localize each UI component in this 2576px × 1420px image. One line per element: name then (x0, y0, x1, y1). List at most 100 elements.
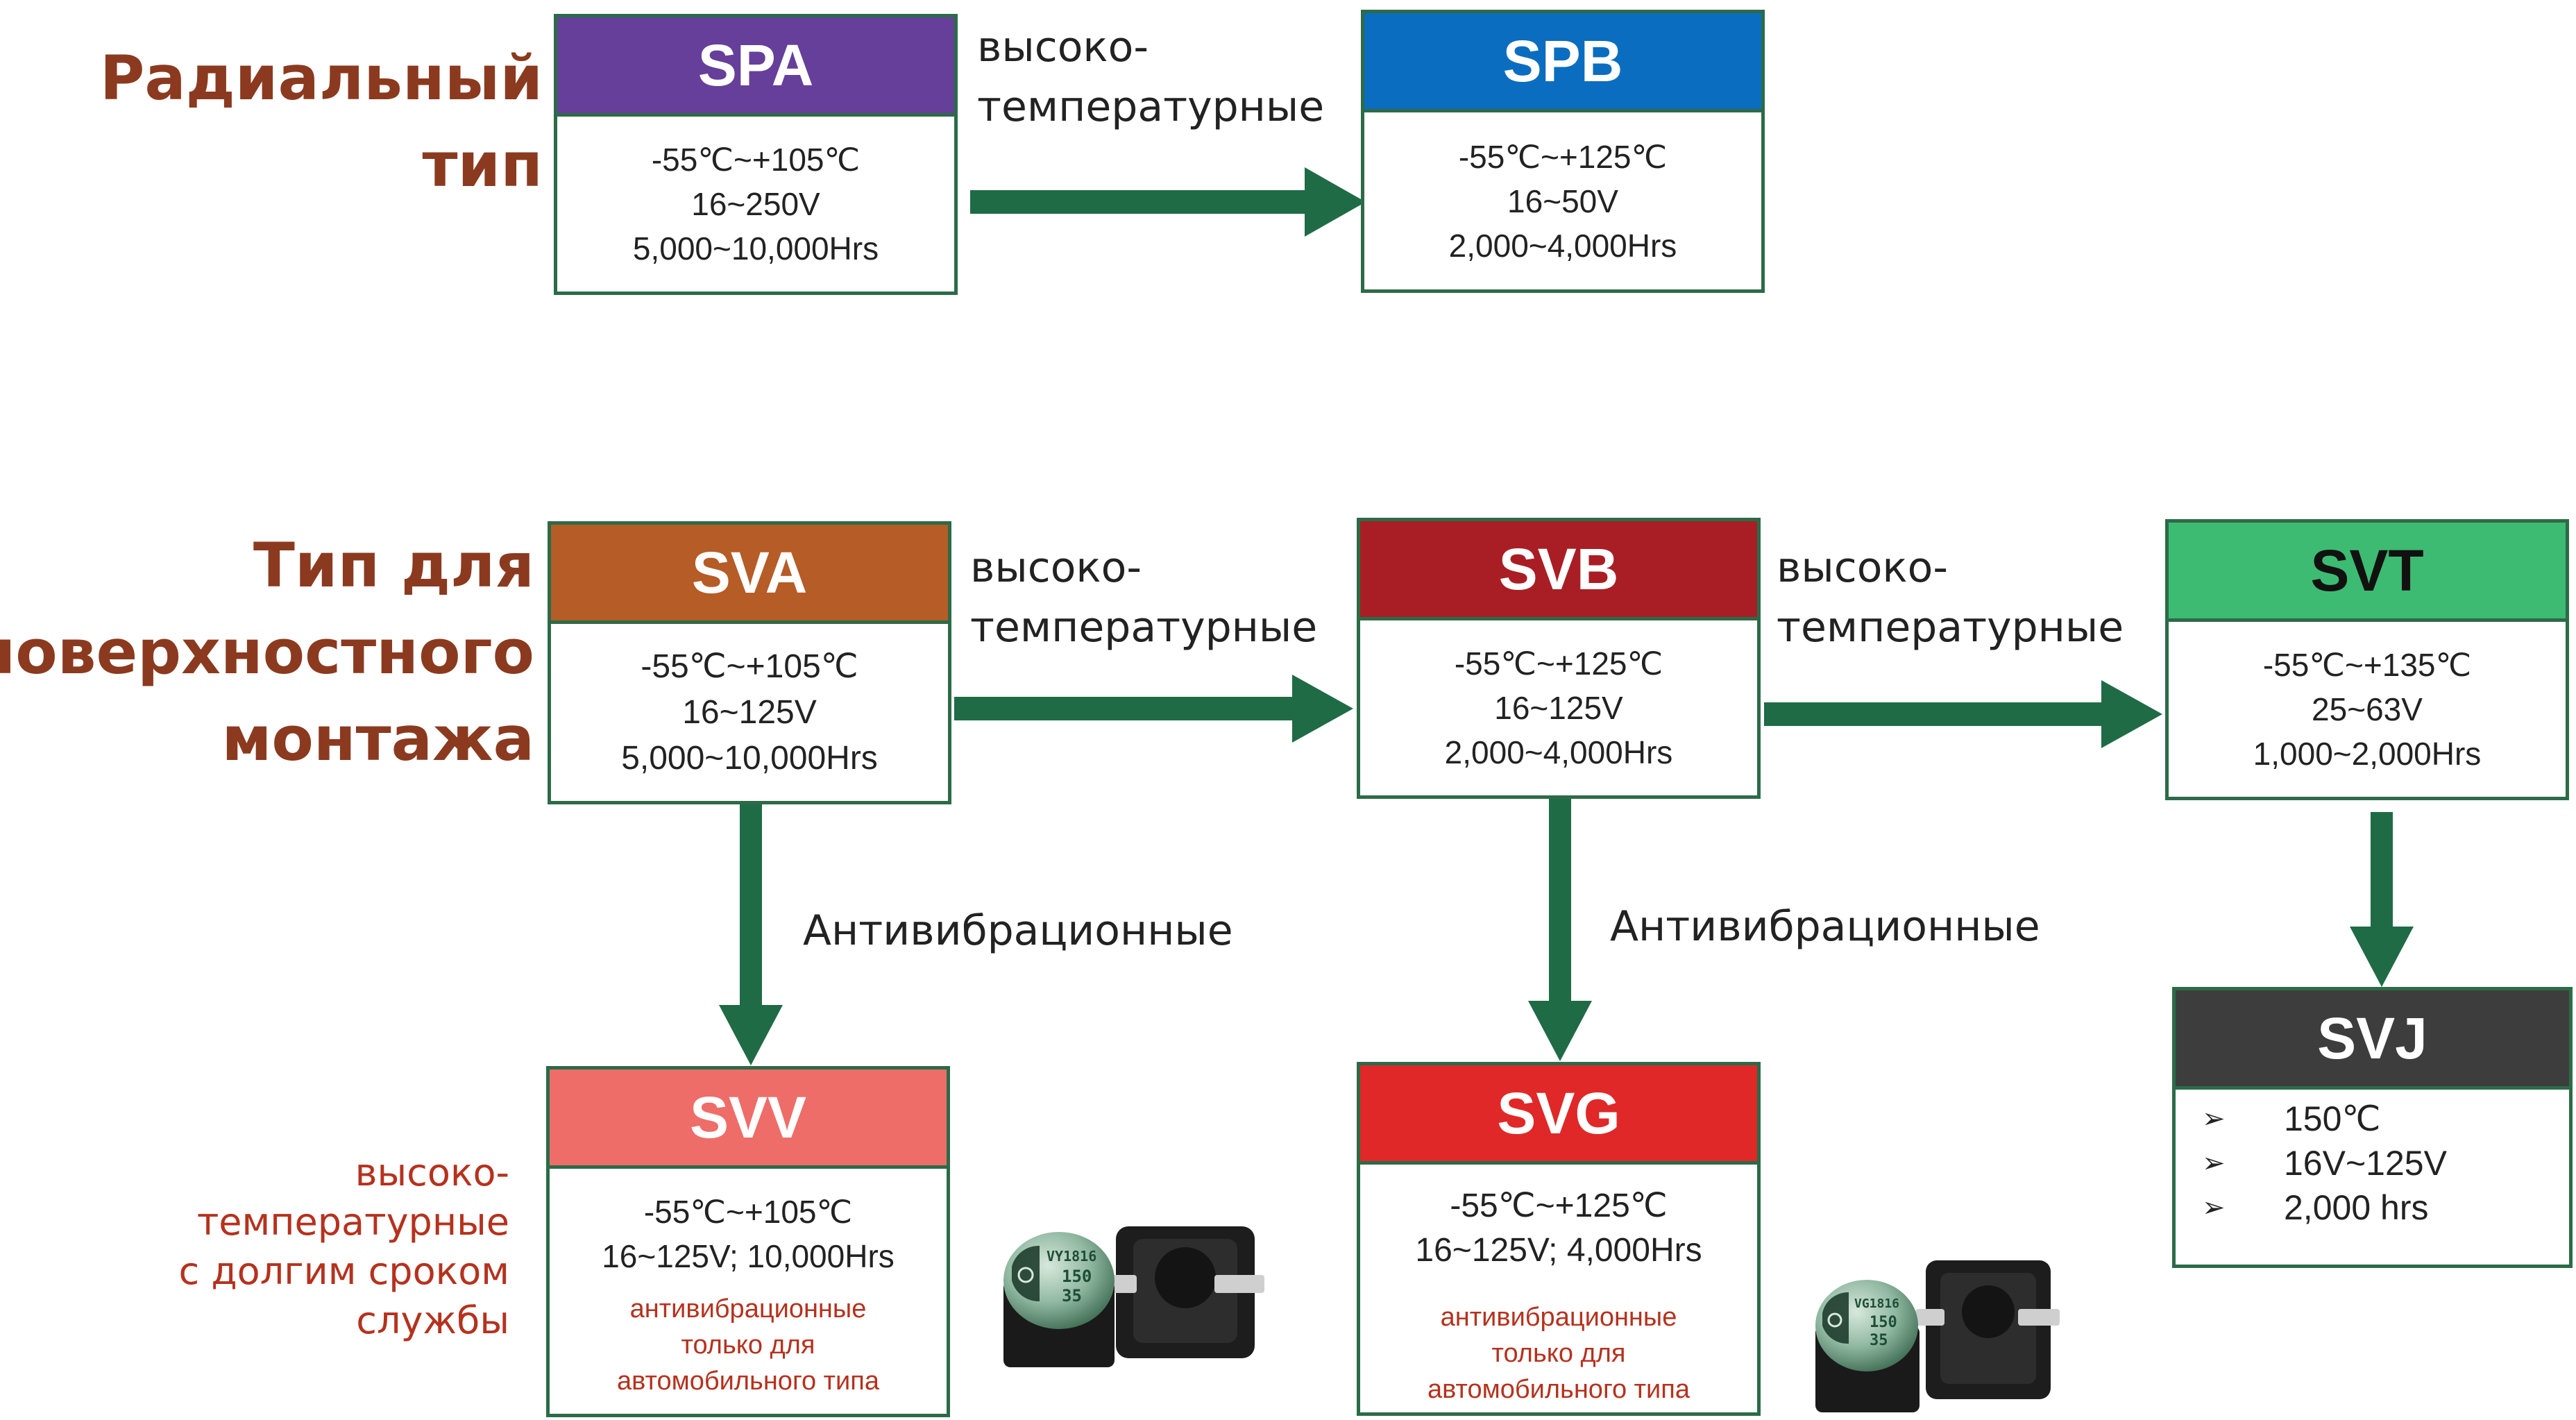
spec-temperature: -55℃~+105℃ (643, 1194, 853, 1230)
capacitor-photo-svg: VG1816 150 35 (1815, 1260, 2060, 1412)
svj-bullet-text: 16V~125V (2284, 1144, 2447, 1183)
arrow-spa-to-spb (970, 167, 1366, 237)
label-sva-svb-line1: высоко- (970, 543, 1142, 592)
arrow-svb-to-svg (1528, 798, 1592, 1061)
spec-lifetime: 2,000~4,000Hrs (1448, 227, 1677, 264)
capacitor-marking-line2: 150 (1062, 1267, 1092, 1286)
svg-note-line1: антивибрационные (1440, 1303, 1677, 1332)
spec-lifetime: 5,000~10,000Hrs (621, 739, 878, 777)
spec-temperature: -55℃~+125℃ (1450, 1187, 1668, 1224)
arrow-sva-to-svb (954, 675, 1353, 743)
series-box-svg: SVG -55℃~+125℃ 16~125V; 4,000Hrs антивиб… (1357, 1062, 1761, 1416)
svj-bullet-list: ➢ 150℃ ➢ 16V~125V ➢ 2,000 hrs (2176, 1097, 2569, 1230)
spec-voltage: 16~50V (1507, 183, 1618, 219)
smd-capacitor-side-view (1102, 1226, 1264, 1358)
series-title-svb: SVB (1360, 521, 1757, 620)
capacitor-marking-line3: 35 (1870, 1332, 1888, 1349)
svg-note: антивибрационные только для автомобильно… (1427, 1299, 1690, 1408)
smd-capacitor-top-view: VY1816 150 35 (1003, 1232, 1115, 1367)
spec-voltage: 25~63V (2312, 691, 2423, 727)
series-specs-spb: -55℃~+125℃ 16~50V 2,000~4,000Hrs (1364, 112, 1761, 289)
label-svb-svt-line2: температурные (1777, 603, 2124, 652)
svj-bullet-lifetime: ➢ 2,000 hrs (2202, 1185, 2569, 1230)
spec-temperature: -55℃~+105℃ (651, 142, 861, 178)
spec-temperature: -55℃~+105℃ (641, 648, 858, 685)
spec-voltage-lifetime: 16~125V; 4,000Hrs (1415, 1232, 1702, 1269)
series-box-svv: SVV -55℃~+105℃ 16~125V; 10,000Hrs антиви… (546, 1066, 950, 1417)
series-title-svg: SVG (1360, 1065, 1757, 1165)
series-box-svb: SVB -55℃~+125℃ 16~125V 2,000~4,000Hrs (1357, 518, 1761, 799)
series-title-spa: SPA (557, 17, 954, 117)
svv-side-note-line3: с долгим сроком (178, 1249, 509, 1293)
smd-type-label-line3: монтажа (221, 703, 534, 775)
svv-side-note-line4: службы (356, 1299, 509, 1342)
series-title-spb: SPB (1364, 13, 1761, 112)
capacitor-marking-line1: VG1816 (1854, 1296, 1899, 1311)
spec-temperature: -55℃~+125℃ (1458, 138, 1668, 175)
series-box-spa: SPA -55℃~+105℃ 16~250V 5,000~10,000Hrs (554, 14, 958, 295)
series-specs-svb: -55℃~+125℃ 16~125V 2,000~4,000Hrs (1360, 620, 1757, 795)
smd-type-label-line1: Тип для (253, 530, 534, 601)
label-svb-svg: Антивибрационные (1610, 902, 2040, 951)
smd-type-label: Тип для поверхностного монтажа (0, 522, 534, 782)
smd-capacitor-top-view: VG1816 150 35 (1815, 1280, 1920, 1412)
radial-type-label: Радиальный тип (100, 35, 543, 208)
svj-bullet-temperature: ➢ 150℃ (2202, 1097, 2569, 1141)
series-title-sva: SVA (551, 525, 948, 624)
arrow-svt-to-svj (2350, 812, 2414, 987)
radial-type-label-line2: тип (422, 129, 543, 201)
arrow-bullet-icon: ➢ (2202, 1104, 2226, 1134)
spec-lifetime: 1,000~2,000Hrs (2253, 736, 2482, 772)
svg-note-line2: только для (1491, 1339, 1626, 1368)
series-box-sva: SVA -55℃~+105℃ 16~125V 5,000~10,000Hrs (548, 521, 951, 804)
series-title-svj: SVJ (2176, 990, 2569, 1090)
series-specs-spa: -55℃~+105℃ 16~250V 5,000~10,000Hrs (557, 117, 954, 291)
spec-lifetime: 2,000~4,000Hrs (1444, 734, 1673, 770)
smd-type-label-line2: поверхностного (0, 616, 534, 688)
label-spa-spb-line1: высоко- (977, 23, 1149, 71)
svj-bullet-text: 2,000 hrs (2284, 1188, 2429, 1227)
spec-temperature: -55℃~+125℃ (1454, 645, 1663, 682)
svv-note: антивибрационные только для автомобильно… (617, 1291, 879, 1399)
spec-voltage: 16~125V (1494, 690, 1623, 726)
svj-bullet-voltage: ➢ 16V~125V (2202, 1141, 2569, 1185)
svv-note-line3: автомобильного типа (617, 1367, 879, 1396)
label-sva-svv: Антивибрационные (803, 906, 1233, 955)
arrow-bullet-icon: ➢ (2202, 1192, 2226, 1223)
series-box-spb: SPB -55℃~+125℃ 16~50V 2,000~4,000Hrs (1361, 10, 1765, 293)
series-specs-svg: -55℃~+125℃ 16~125V; 4,000Hrs антивибраци… (1360, 1165, 1757, 1412)
arrow-sva-to-svv (719, 804, 783, 1065)
series-specs-sva: -55℃~+105℃ 16~125V 5,000~10,000Hrs (551, 624, 948, 801)
svg-note-line3: автомобильного типа (1427, 1375, 1690, 1404)
arrow-bullet-icon: ➢ (2202, 1148, 2226, 1178)
label-svb-svt: высоко- температурные (1777, 538, 2124, 657)
capacitor-marking-line2: 150 (1870, 1314, 1897, 1331)
svv-side-note-line2: температурные (196, 1200, 509, 1244)
svv-side-note: высоко- температурные с долгим сроком сл… (178, 1148, 509, 1345)
series-box-svj: SVJ ➢ 150℃ ➢ 16V~125V ➢ 2,000 hrs (2172, 987, 2573, 1268)
capacitor-photo-svv: VY1816 150 35 (1003, 1226, 1264, 1367)
label-spa-spb-line2: температурные (977, 83, 1325, 131)
series-title-svv: SVV (550, 1070, 947, 1169)
series-specs-svj: ➢ 150℃ ➢ 16V~125V ➢ 2,000 hrs (2176, 1090, 2569, 1265)
spec-voltage-lifetime: 16~125V; 10,000Hrs (602, 1238, 895, 1274)
series-specs-svv: -55℃~+105℃ 16~125V; 10,000Hrs антивибрац… (550, 1169, 947, 1414)
svv-note-line2: только для (681, 1330, 815, 1360)
spec-voltage: 16~250V (691, 186, 820, 222)
capacitor-marking-line1: VY1816 (1046, 1248, 1096, 1265)
smd-capacitor-side-view (1915, 1260, 2060, 1399)
label-sva-svb-line2: температурные (970, 603, 1318, 652)
label-sva-svb: высоко- температурные (970, 538, 1317, 657)
label-spa-spb: высоко- температурные (977, 17, 1324, 137)
series-box-svt: SVT -55℃~+135℃ 25~63V 1,000~2,000Hrs (2165, 519, 2569, 800)
radial-type-label-line1: Радиальный (99, 42, 543, 114)
svv-side-note-line1: высоко- (355, 1151, 509, 1194)
capacitor-marking-line3: 35 (1062, 1286, 1082, 1305)
series-title-svt: SVT (2169, 523, 2566, 622)
label-svb-svt-line1: высоко- (1777, 543, 1949, 592)
spec-voltage: 16~125V (682, 693, 817, 731)
spec-temperature: -55℃~+135℃ (2262, 647, 2472, 683)
spec-lifetime: 5,000~10,000Hrs (632, 230, 879, 267)
arrow-svb-to-svt (1764, 680, 2162, 748)
